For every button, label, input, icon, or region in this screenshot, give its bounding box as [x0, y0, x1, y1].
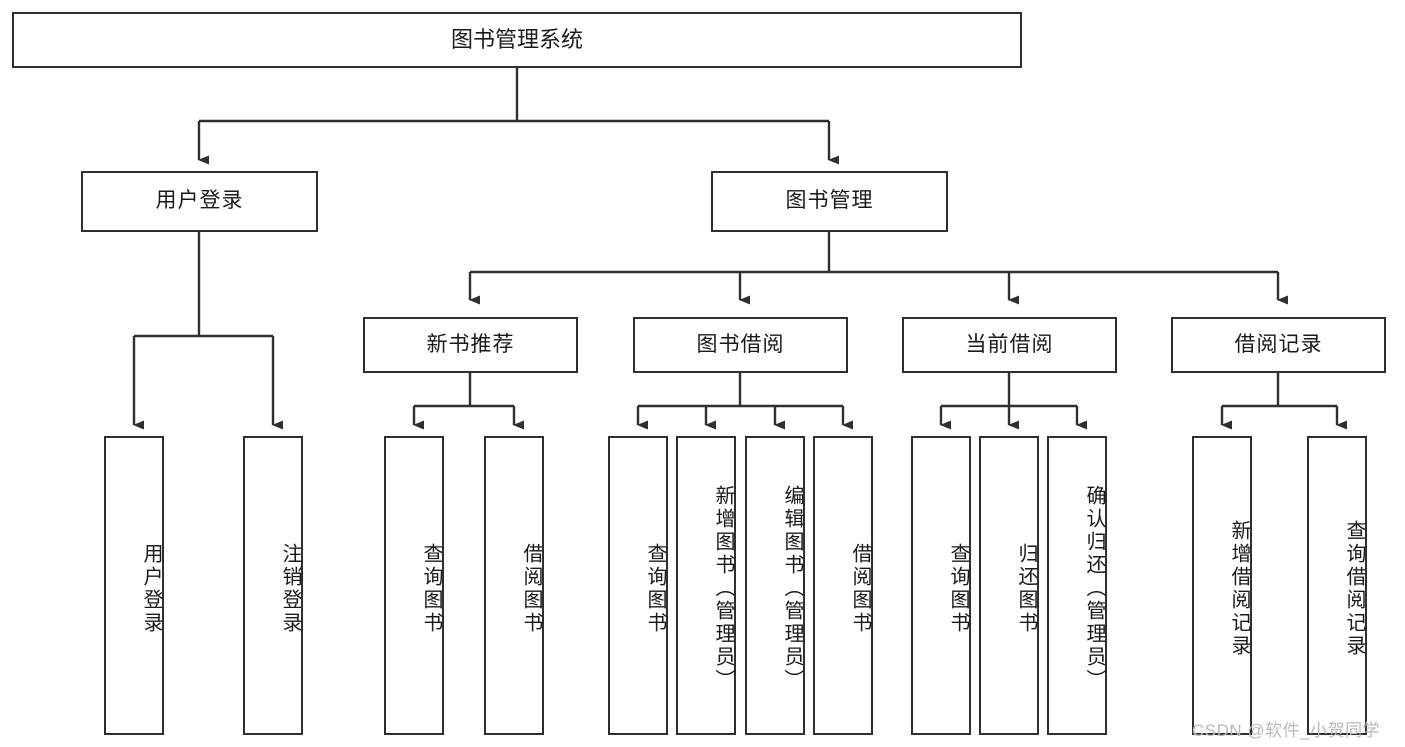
node-book-manage[interactable]: 图书管理 — [711, 171, 948, 232]
node-leaf-query-record[interactable]: 查询借阅记录 — [1307, 436, 1367, 735]
node-borrow-record-label: 借阅记录 — [1234, 332, 1323, 356]
node-leaf-query-record-label: 查询借阅记录 — [1343, 519, 1365, 658]
node-leaf-query-book-1-label: 查询图书 — [420, 542, 442, 635]
node-leaf-add-record[interactable]: 新增借阅记录 — [1192, 436, 1252, 735]
node-leaf-borrow-book-2[interactable]: 借阅图书 — [813, 436, 873, 735]
node-user-login[interactable]: 用户登录 — [81, 171, 318, 232]
node-leaf-return-book[interactable]: 归还图书 — [979, 436, 1039, 735]
node-leaf-confirm-return-label: 确认归还（管理员） — [1083, 485, 1105, 692]
node-leaf-query-book-1[interactable]: 查询图书 — [384, 436, 444, 735]
node-leaf-query-book-3-label: 查询图书 — [947, 542, 969, 635]
watermark: CSDN @软件_小贺同学 — [1192, 721, 1381, 740]
node-leaf-borrow-book-1[interactable]: 借阅图书 — [484, 436, 544, 735]
node-root[interactable]: 图书管理系统 — [12, 12, 1022, 68]
node-leaf-query-book-2[interactable]: 查询图书 — [608, 436, 668, 735]
node-book-borrow-label: 图书借阅 — [696, 332, 785, 356]
node-current-borrow-label: 当前借阅 — [965, 332, 1054, 356]
node-new-book-recommend[interactable]: 新书推荐 — [363, 317, 578, 373]
node-current-borrow[interactable]: 当前借阅 — [902, 317, 1117, 373]
node-leaf-query-book-2-label: 查询图书 — [644, 542, 666, 635]
node-leaf-query-book-3[interactable]: 查询图书 — [911, 436, 971, 735]
node-book-manage-label: 图书管理 — [785, 189, 874, 213]
node-leaf-edit-book[interactable]: 编辑图书（管理员） — [745, 436, 805, 735]
node-leaf-user-login-label: 用户登录 — [140, 542, 162, 635]
node-leaf-add-record-label: 新增借阅记录 — [1228, 519, 1250, 658]
node-borrow-record[interactable]: 借阅记录 — [1171, 317, 1386, 373]
node-leaf-add-book-label: 新增图书（管理员） — [712, 485, 734, 692]
node-root-label: 图书管理系统 — [450, 27, 583, 53]
node-leaf-user-logout[interactable]: 注销登录 — [243, 436, 303, 735]
node-user-login-label: 用户登录 — [155, 189, 244, 213]
node-leaf-user-login[interactable]: 用户登录 — [104, 436, 164, 735]
node-leaf-borrow-book-1-label: 借阅图书 — [520, 542, 542, 635]
node-leaf-return-book-label: 归还图书 — [1015, 542, 1037, 635]
node-leaf-borrow-book-2-label: 借阅图书 — [849, 542, 871, 635]
node-leaf-edit-book-label: 编辑图书（管理员） — [781, 485, 803, 692]
node-leaf-add-book[interactable]: 新增图书（管理员） — [676, 436, 736, 735]
node-leaf-user-logout-label: 注销登录 — [279, 542, 301, 635]
node-book-borrow[interactable]: 图书借阅 — [633, 317, 848, 373]
node-leaf-confirm-return[interactable]: 确认归还（管理员） — [1047, 436, 1107, 735]
node-new-book-recommend-label: 新书推荐 — [426, 332, 515, 356]
